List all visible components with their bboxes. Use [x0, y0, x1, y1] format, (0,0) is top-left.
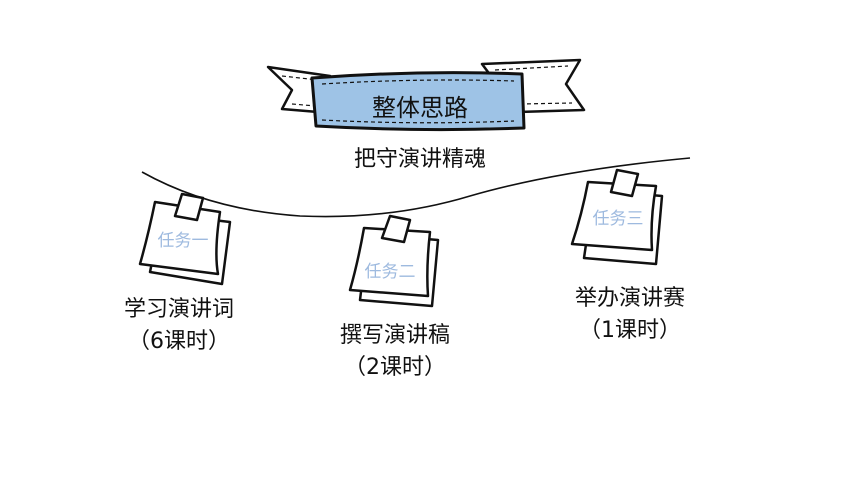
task-1-hours: （6课时） [128, 329, 230, 354]
subtitle: 把守演讲精魂 [353, 147, 486, 172]
task-3-hours: （1课时） [579, 318, 681, 343]
note-task-3 [570, 168, 664, 266]
task-2-label: 撰写演讲稿 （2课时） [315, 320, 475, 384]
task-3-title: 举办演讲赛 [574, 286, 685, 311]
note-task-2 [348, 214, 440, 308]
task-2-tag: 任务二 [364, 262, 416, 282]
banner-title: 整体思路 [372, 94, 468, 122]
task-3-tag: 任务三 [592, 209, 644, 229]
note-task-1 [138, 192, 232, 286]
task-1-title: 学习演讲词 [123, 297, 234, 322]
banner-main [310, 71, 526, 132]
task-2-title: 撰写演讲稿 [339, 323, 450, 348]
task-1-tag: 任务一 [157, 231, 209, 251]
task-3-label: 举办演讲赛 （1课时） [550, 283, 710, 347]
hanging-string [141, 157, 691, 218]
task-2-hours: （2课时） [344, 355, 446, 380]
task-1-label: 学习演讲词 （6课时） [99, 294, 259, 358]
